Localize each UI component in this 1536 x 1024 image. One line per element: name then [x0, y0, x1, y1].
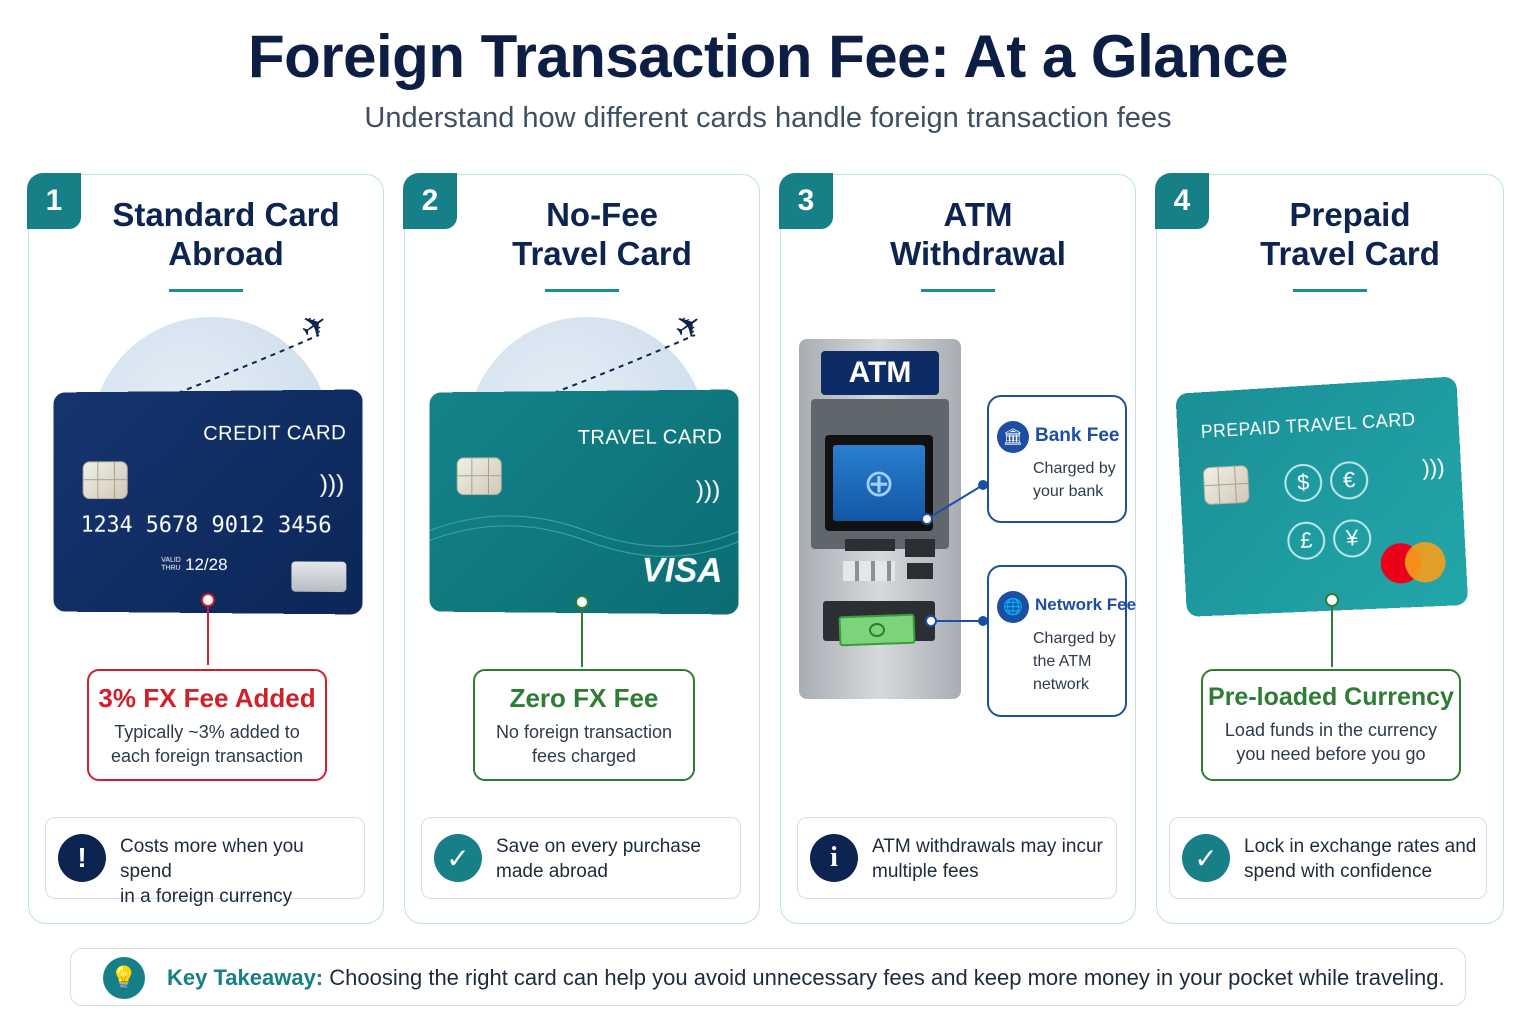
- card-type-label: PREPAID TRAVEL CARD: [1200, 409, 1417, 442]
- card-expiry: 12/28: [185, 554, 228, 575]
- panel-no-fee-card: 2 No-Fee Travel Card ✈ TRAVEL CARD ))) V…: [403, 173, 760, 924]
- callout-heading: 3% FX Fee Added: [98, 683, 316, 713]
- panel-title: Standard Card Abroad: [89, 195, 363, 273]
- title-underline: [169, 289, 243, 292]
- callout-heading: Zero FX Fee: [509, 683, 659, 713]
- title-underline: [1293, 289, 1367, 292]
- chip-icon: [82, 461, 128, 500]
- yen-icon: ¥: [1332, 518, 1373, 559]
- panel-title: Prepaid Travel Card: [1217, 195, 1483, 273]
- info-note: i ATM withdrawals may incur multiple fee…: [797, 817, 1117, 899]
- title-underline: [545, 289, 619, 292]
- prepaid-card-image: PREPAID TRAVEL CARD ))) $ € £ ¥: [1175, 376, 1469, 617]
- callout-heading: Pre-loaded Currency: [1208, 683, 1454, 711]
- connector-dot: [575, 595, 589, 609]
- panel-title: No-Fee Travel Card: [465, 195, 739, 273]
- euro-icon: €: [1329, 460, 1370, 501]
- chip-icon: [1202, 464, 1250, 506]
- callout-body: Typically ~3% added to each foreign tran…: [110, 722, 304, 766]
- panel-title-line-1: Standard Card: [112, 196, 340, 233]
- contactless-icon: ))): [1421, 454, 1446, 481]
- panel-title-line-2: Withdrawal: [890, 235, 1066, 272]
- keypad-icon: [843, 561, 895, 581]
- callout-body: Load funds in the currency you need befo…: [1224, 720, 1438, 764]
- page-title: Foreign Transaction Fee: At a Glance: [247, 23, 1289, 90]
- panel-number-badge: 1: [27, 173, 81, 229]
- info-note: ✓ Lock in exchange rates and spend with …: [1169, 817, 1487, 899]
- bank-icon: 🏛: [997, 421, 1029, 453]
- connector-dot: [201, 593, 215, 607]
- bank-fee-box: 🏛 Bank Fee Charged by your bank: [987, 395, 1127, 523]
- checkmark-icon: ✓: [434, 834, 482, 882]
- note-text: Save on every purchase made abroad: [496, 836, 701, 882]
- fx-fee-callout: 3% FX Fee Added Typically ~3% added to e…: [87, 669, 327, 781]
- cash-icon: [838, 613, 916, 647]
- takeaway-text: Key Takeaway: Choosing the right card ca…: [167, 965, 1445, 991]
- card-type-label: CREDIT CARD: [203, 422, 347, 446]
- preloaded-currency-callout: Pre-loaded Currency Load funds in the cu…: [1201, 669, 1461, 781]
- travel-card-image: TRAVEL CARD ))) VISA: [429, 389, 739, 615]
- visa-logo: VISA: [641, 551, 723, 591]
- card-type-label: TRAVEL CARD: [577, 426, 723, 450]
- panel-standard-card: 1 Standard Card Abroad ✈ CREDIT CARD )))…: [27, 173, 384, 924]
- network-fee-box: 🌐 Network Fee Charged by the ATM network: [987, 565, 1136, 717]
- panel-title-line-2: Travel Card: [512, 235, 692, 272]
- connector-dot: [1325, 593, 1339, 607]
- connector-line: [1331, 607, 1333, 667]
- takeaway-label: Key Takeaway:: [167, 965, 324, 990]
- zero-fee-callout: Zero FX Fee No foreign transaction fees …: [473, 669, 695, 781]
- panel-title-line-2: Travel Card: [1260, 235, 1440, 272]
- title-underline: [921, 289, 995, 292]
- info-note: ✓ Save on every purchase made abroad: [421, 817, 741, 899]
- panel-number-badge: 3: [779, 173, 833, 229]
- info-note: ! Costs more when you spend in a foreign…: [45, 817, 365, 907]
- note-text: Lock in exchange rates and spend with co…: [1244, 836, 1477, 882]
- pound-icon: £: [1286, 520, 1327, 561]
- note-text: ATM withdrawals may incur multiple fees: [872, 836, 1103, 882]
- panel-title-line-1: ATM: [943, 196, 1013, 233]
- connector-line: [207, 607, 209, 665]
- page-subtitle: Understand how different cards handle fo…: [364, 102, 1172, 134]
- note-text: Costs more when you spend in a foreign c…: [120, 836, 304, 907]
- globe-icon: 🌐: [997, 591, 1029, 623]
- network-fee-heading: Network Fee: [1035, 595, 1137, 614]
- connector-line: [581, 609, 583, 667]
- lightbulb-icon: 💡: [103, 957, 145, 999]
- bank-fee-body: Charged by your bank: [1033, 460, 1116, 500]
- panel-title-line-2: Abroad: [168, 235, 284, 272]
- globe-icon: ⊕: [863, 462, 895, 505]
- info-icon: i: [810, 834, 858, 882]
- bank-fee-heading: Bank Fee: [1035, 425, 1120, 446]
- chip-icon: [456, 457, 502, 496]
- panel-prepaid-card: 4 Prepaid Travel Card PREPAID TRAVEL CAR…: [1155, 173, 1504, 924]
- fee-connector-lines: [921, 480, 988, 627]
- atm-screen: ⊕: [833, 445, 925, 521]
- card-number: 1234 5678 9012 3456: [80, 512, 332, 539]
- hologram-icon: [291, 561, 347, 593]
- panel-number-badge: 4: [1155, 173, 1209, 229]
- callout-body: No foreign transaction fees charged: [495, 722, 673, 766]
- dollar-icon: $: [1283, 462, 1324, 503]
- panel-title-line-1: Prepaid: [1289, 196, 1411, 233]
- panel-number-badge: 2: [403, 173, 457, 229]
- panel-atm-withdrawal: 3 ATM Withdrawal ATM ⊕ 🏛 Bank Fee Cha: [779, 173, 1136, 924]
- contactless-icon: ))): [319, 470, 345, 498]
- key-takeaway-banner: 💡 Key Takeaway: Choosing the right card …: [70, 948, 1466, 1006]
- atm-sign: ATM: [821, 351, 939, 395]
- takeaway-body: Choosing the right card can help you avo…: [329, 965, 1445, 990]
- panel-title: ATM Withdrawal: [841, 195, 1115, 273]
- panel-title-line-1: No-Fee: [546, 196, 658, 233]
- credit-card-image: CREDIT CARD ))) 1234 5678 9012 3456 VALI…: [53, 389, 363, 615]
- checkmark-icon: ✓: [1182, 834, 1230, 882]
- exclamation-icon: !: [58, 834, 106, 882]
- atm-machine-image: ATM ⊕: [799, 339, 961, 699]
- network-fee-body: Charged by the ATM network: [1033, 630, 1116, 693]
